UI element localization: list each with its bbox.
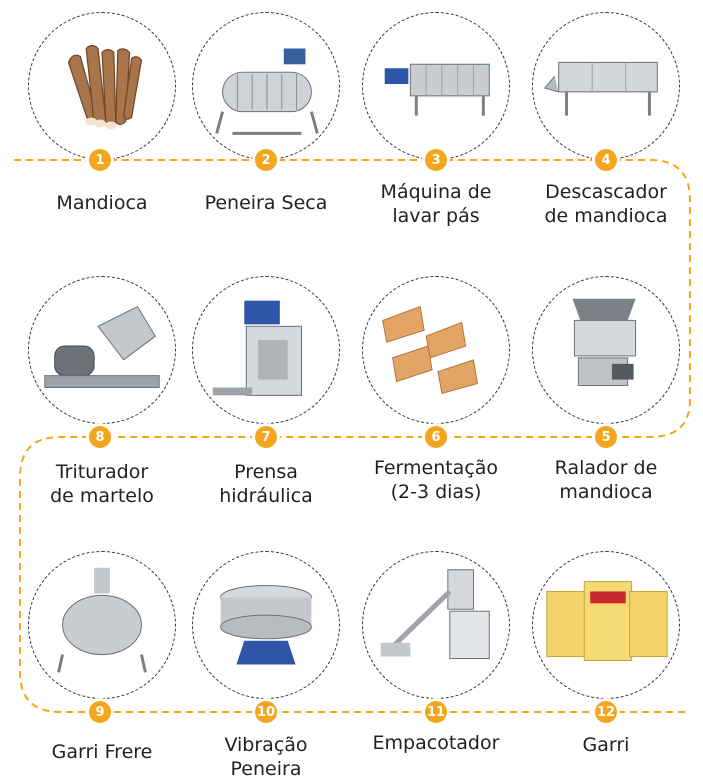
cassava-peeler-icon bbox=[543, 61, 658, 116]
step-number-badge: 2 bbox=[255, 149, 277, 171]
cassava-grater-icon bbox=[572, 298, 637, 387]
step-number-badge: 11 bbox=[425, 701, 447, 723]
drum-sieve-machine-icon bbox=[215, 48, 319, 135]
step-peneira-seca: 2 Peneira Seca bbox=[181, 0, 351, 230]
step-triturador: 8 Triturador de martelo bbox=[17, 276, 187, 507]
step-label: Descascador de mandioca bbox=[544, 181, 668, 227]
step-label: Empacotador bbox=[372, 732, 500, 754]
step-image bbox=[532, 551, 680, 699]
step-number-badge: 1 bbox=[89, 149, 111, 171]
step-garri-frere: 9 Garri Frere bbox=[17, 551, 187, 778]
step-image bbox=[192, 276, 340, 424]
step-number-badge: 7 bbox=[255, 426, 277, 448]
step-number-badge: 12 bbox=[595, 701, 617, 723]
paddle-washing-machine-icon bbox=[384, 63, 490, 116]
step-image bbox=[362, 276, 510, 424]
step-image bbox=[192, 12, 340, 160]
step-label: Máquina de lavar pás bbox=[380, 181, 492, 227]
step-prensa: 7 Prensa hidráulica bbox=[181, 276, 351, 507]
step-fermentacao: 6 Fermentação (2-3 dias) bbox=[351, 276, 521, 506]
step-garri: 12 Garri bbox=[521, 551, 691, 778]
fermentation-racks-icon bbox=[382, 305, 478, 395]
cassava-roots-icon bbox=[67, 44, 143, 130]
step-label: Fermentação (2-3 dias) bbox=[373, 457, 499, 503]
step-empacotador: 11 Empacotador bbox=[351, 551, 521, 778]
step-label: Prensa hidráulica bbox=[219, 461, 313, 507]
powder-packer-icon bbox=[380, 569, 490, 660]
step-number-badge: 9 bbox=[89, 701, 111, 723]
step-label: Ralador de mandioca bbox=[554, 457, 658, 503]
step-image bbox=[28, 276, 176, 424]
step-image bbox=[532, 276, 680, 424]
step-label: Garri bbox=[582, 734, 630, 756]
step-image bbox=[192, 551, 340, 699]
step-image bbox=[532, 12, 680, 160]
step-image bbox=[362, 12, 510, 160]
step-number-badge: 5 bbox=[595, 426, 617, 448]
step-image bbox=[28, 551, 176, 699]
hydraulic-press-icon bbox=[212, 300, 303, 396]
step-number-badge: 6 bbox=[425, 426, 447, 448]
step-descascador: 4 Descascador de mandioca bbox=[521, 0, 691, 230]
step-label: Triturador de martelo bbox=[50, 461, 154, 507]
step-maquina-lavar: 3 Máquina de lavar pás bbox=[351, 0, 521, 230]
step-ralador: 5 Ralador de mandioca bbox=[521, 276, 691, 506]
frying-kettle-icon bbox=[57, 567, 147, 673]
step-image bbox=[362, 551, 510, 699]
step-number-badge: 8 bbox=[89, 426, 111, 448]
garri-bags-icon bbox=[546, 581, 668, 662]
step-label: Garri Frere bbox=[51, 741, 153, 763]
step-label: Mandioca bbox=[56, 192, 148, 214]
step-label: Peneira Seca bbox=[204, 192, 328, 214]
step-image bbox=[28, 12, 176, 160]
hammer-mill-icon bbox=[44, 305, 160, 388]
step-mandioca: 1 Mandioca bbox=[17, 0, 187, 230]
step-number-badge: 10 bbox=[255, 701, 277, 723]
step-vibracao-peneira: 10 Vibração Peneira bbox=[181, 551, 351, 780]
step-number-badge: 4 bbox=[595, 149, 617, 171]
step-label: Vibração Peneira bbox=[224, 734, 308, 780]
vibrating-sieve-icon bbox=[220, 585, 312, 665]
step-number-badge: 3 bbox=[425, 149, 447, 171]
